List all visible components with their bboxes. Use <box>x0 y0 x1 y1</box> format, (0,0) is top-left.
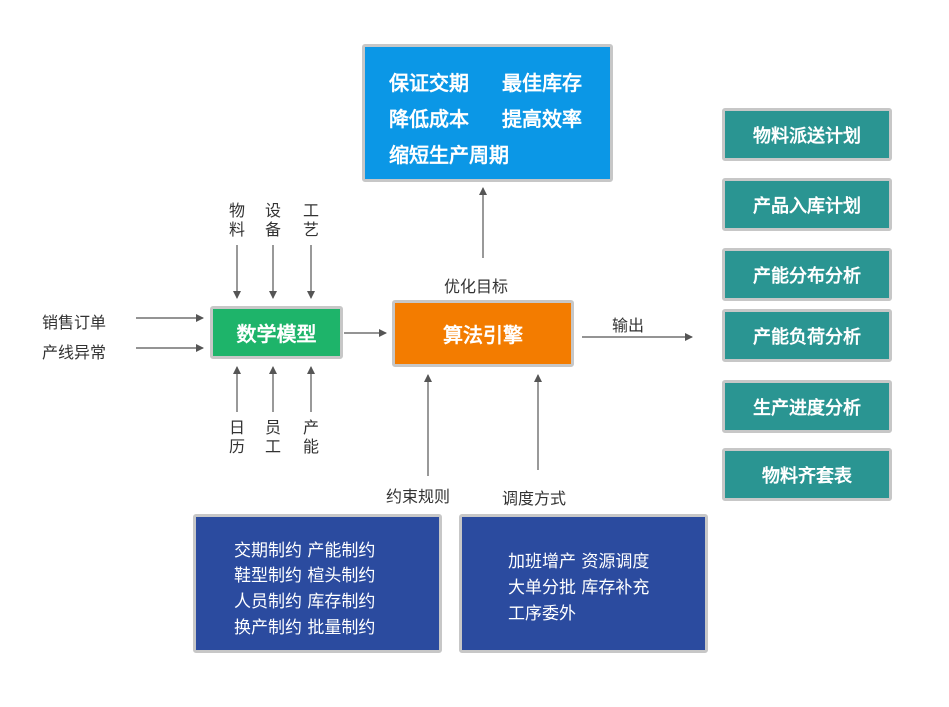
optimization-goals-box: 保证交期 最佳库存 降低成本 提高效率 缩短生产周期 <box>362 44 613 182</box>
output-capacity-distribution: 产能分布分析 <box>722 248 892 301</box>
output-label-text: 产能分布分析 <box>753 265 861 287</box>
output-capacity-load: 产能负荷分析 <box>722 309 892 362</box>
constraint-rule-row: 交期制约 产能制约 <box>234 541 376 561</box>
math-model-label: 数学模型 <box>236 322 317 346</box>
output-label-text: 产品入库计划 <box>753 195 861 217</box>
input-calendar: 日历 <box>228 418 245 456</box>
input-equipment: 设备 <box>264 201 281 239</box>
output-label-text: 物料齐套表 <box>762 465 852 487</box>
math-model-box: 数学模型 <box>210 306 343 359</box>
output-label-text: 产能负荷分析 <box>753 326 861 348</box>
input-staff: 员工 <box>264 418 281 456</box>
output-material-kitting: 物料齐套表 <box>722 448 892 501</box>
dispatch-method-row: 加班增产 资源调度 <box>508 552 650 572</box>
algorithm-engine-box: 算法引擎 <box>392 300 574 367</box>
output-label: 输出 <box>612 316 645 335</box>
algorithm-engine-label: 算法引擎 <box>443 323 523 347</box>
input-line-exception: 产线异常 <box>42 343 107 362</box>
optimize-label: 优化目标 <box>444 277 509 296</box>
constraint-rule-row: 鞋型制约 楦头制约 <box>234 566 376 586</box>
goal-item: 缩短生产周期 <box>389 143 509 167</box>
output-production-progress: 生产进度分析 <box>722 380 892 433</box>
constraint-rule-row: 换产制约 批量制约 <box>234 618 376 638</box>
dispatch-method-row: 工序委外 <box>508 604 576 624</box>
goal-item: 提高效率 <box>502 107 582 131</box>
input-process: 工艺 <box>302 201 319 239</box>
output-product-storage-plan: 产品入库计划 <box>722 178 892 231</box>
constraint-rules-label: 约束规则 <box>386 487 451 506</box>
input-material: 物料 <box>228 201 245 239</box>
output-material-delivery-plan: 物料派送计划 <box>722 108 892 161</box>
input-sales-orders: 销售订单 <box>42 313 107 332</box>
dispatch-method-row: 大单分批 库存补充 <box>508 578 650 598</box>
input-capacity: 产能 <box>302 418 319 456</box>
dispatch-methods-label: 调度方式 <box>502 489 567 508</box>
goal-item: 最佳库存 <box>502 71 582 95</box>
output-label-text: 物料派送计划 <box>753 125 861 147</box>
output-label-text: 生产进度分析 <box>753 397 861 419</box>
dispatch-methods-box: 加班增产 资源调度 大单分批 库存补充 工序委外 <box>459 514 708 653</box>
constraint-rule-row: 人员制约 库存制约 <box>234 592 376 612</box>
constraint-rules-box: 交期制约 产能制约 鞋型制约 楦头制约 人员制约 库存制约 换产制约 批量制约 <box>193 514 442 653</box>
goal-item: 降低成本 <box>389 107 469 131</box>
goal-item: 保证交期 <box>389 71 469 95</box>
